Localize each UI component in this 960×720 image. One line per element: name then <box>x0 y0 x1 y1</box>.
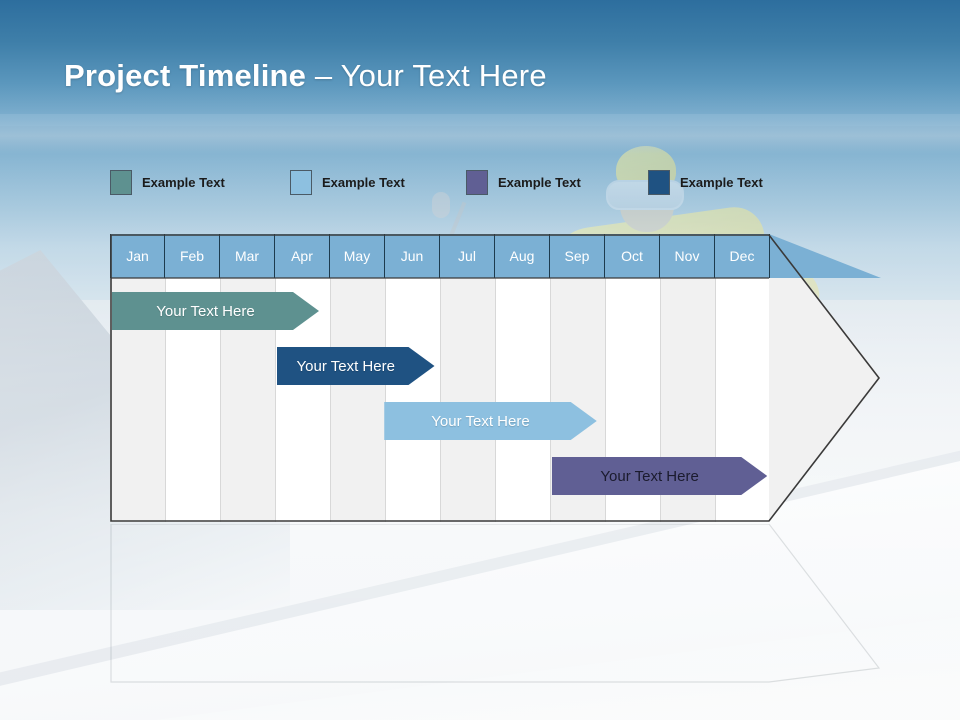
legend-item-label: Example Text <box>142 174 225 190</box>
gantt-bar-4[interactable]: Your Text Here <box>552 457 767 495</box>
skier-goggles-icon <box>606 180 684 210</box>
month-header-cell-apr[interactable]: Apr <box>275 234 330 278</box>
grid-line <box>495 278 496 522</box>
month-header-cell-oct[interactable]: Oct <box>605 234 660 278</box>
legend-swatch-dark-blue <box>648 169 670 195</box>
title-regular-part: Your Text Here <box>340 58 547 93</box>
legend-item-label: Example Text <box>680 174 763 190</box>
legend-item-1[interactable]: Example Text <box>110 168 225 196</box>
title-separator: – <box>306 58 341 93</box>
month-header-cell-dec[interactable]: Dec <box>715 234 770 278</box>
month-header-cell-nov[interactable]: Nov <box>660 234 715 278</box>
month-label: Jan <box>126 248 149 264</box>
month-header-cell-may[interactable]: May <box>330 234 385 278</box>
month-header-cell-jul[interactable]: Jul <box>440 234 495 278</box>
legend-item-4[interactable]: Example Text <box>648 168 763 196</box>
month-label: Jul <box>458 248 476 264</box>
grid-line <box>550 278 551 522</box>
ski-pole-grip-icon <box>432 192 450 218</box>
month-header-cell-aug[interactable]: Aug <box>495 234 550 278</box>
legend: Example Text Example Text Example Text Exam… <box>110 168 830 196</box>
legend-item-label: Example Text <box>322 174 405 190</box>
month-label: Apr <box>291 248 313 264</box>
gantt-bar-3[interactable]: Your Text Here <box>384 402 597 440</box>
grid-line <box>330 278 331 522</box>
legend-swatch-light-blue <box>290 169 312 195</box>
month-label: Feb <box>179 248 205 264</box>
gantt-bar-label: Your Text Here <box>296 357 395 375</box>
grid-line <box>440 278 441 522</box>
page-title: Project Timeline – Your Text Here <box>64 58 547 94</box>
legend-swatch-teal <box>110 169 132 195</box>
grid-line <box>385 278 386 522</box>
month-header-cell-sep[interactable]: Sep <box>550 234 605 278</box>
title-bold-part: Project Timeline <box>64 58 307 93</box>
chart-arrow-tip-header <box>769 234 881 278</box>
month-label: Aug <box>509 248 535 264</box>
month-label: Oct <box>621 248 643 264</box>
month-header-cell-feb[interactable]: Feb <box>165 234 220 278</box>
month-header-row: Jan Feb Mar Apr May Jun Jul Aug Sep Oct Nov Dec <box>110 234 770 278</box>
month-label: Jun <box>400 248 424 264</box>
gantt-chart: Jan Feb Mar Apr May Jun Jul Aug Sep Oct Nov Dec You… <box>110 234 881 522</box>
month-label: Sep <box>564 248 590 264</box>
legend-swatch-purple <box>466 169 488 195</box>
header-fade <box>0 114 960 154</box>
month-label: Mar <box>234 248 260 264</box>
header-band <box>0 0 960 126</box>
month-header-cell-mar[interactable]: Mar <box>220 234 275 278</box>
skier-photo-figure <box>417 140 840 380</box>
legend-item-3[interactable]: Example Text <box>466 168 581 196</box>
gantt-bar-label: Your Text Here <box>600 467 699 485</box>
legend-item-2[interactable]: Example Text <box>290 168 405 196</box>
month-label: Nov <box>674 248 700 264</box>
gantt-bar-label: Your Text Here <box>156 302 255 320</box>
gantt-bar-1[interactable]: Your Text Here <box>112 292 319 330</box>
month-label: May <box>343 248 371 264</box>
gantt-bar-2[interactable]: Your Text Here <box>277 347 435 385</box>
month-header-cell-jan[interactable]: Jan <box>110 234 165 278</box>
month-header-cell-jun[interactable]: Jun <box>385 234 440 278</box>
gantt-bar-label: Your Text Here <box>431 412 530 430</box>
month-label: Dec <box>729 248 755 264</box>
legend-item-label: Example Text <box>498 174 581 190</box>
